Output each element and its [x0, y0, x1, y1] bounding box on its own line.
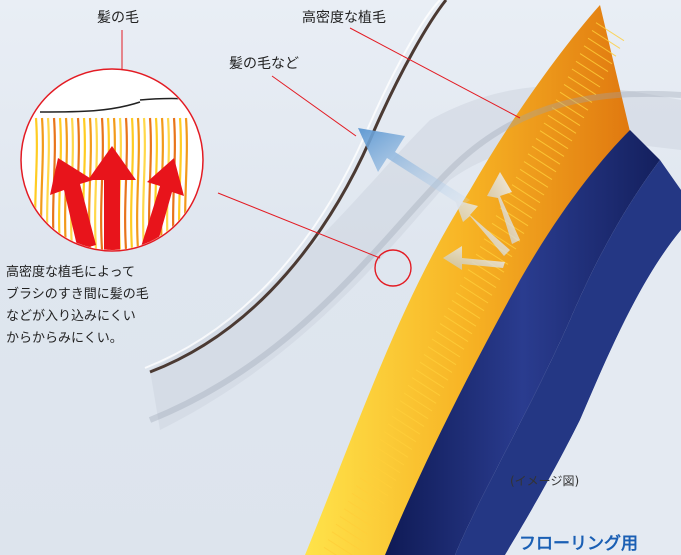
caption: 高密度な植毛によって ブラシのすき間に髪の毛 などが入り込みにくい からからみに…	[6, 262, 206, 350]
caption-line: などが入り込みにくい	[6, 309, 136, 324]
hair-strand-blur	[148, 90, 681, 423]
caption-line: ブラシのすき間に髪の毛	[6, 287, 149, 302]
hair-strand-light	[144, 0, 441, 369]
label-image-note: (イメージ図)	[510, 474, 580, 488]
footer-title: フローリング用	[519, 534, 638, 554]
label-hair-etc: 髪の毛など	[229, 56, 299, 72]
caption-line: 高密度な植毛によって	[6, 265, 135, 280]
blue-arrow-icon	[358, 128, 470, 206]
hair-shadow-band	[150, 85, 681, 430]
leader-dense	[349, 27, 521, 119]
label-hair: 髪の毛	[97, 10, 139, 26]
caption-line: からからみにくい。	[6, 331, 123, 346]
focus-ring	[374, 249, 412, 287]
leader-hair-etc	[271, 75, 357, 137]
hair-strand-dark	[149, 0, 448, 374]
leader-callout	[217, 192, 381, 259]
brush-base	[385, 130, 681, 555]
label-dense-bristles: 高密度な植毛	[302, 10, 386, 26]
magnified-view	[20, 68, 204, 252]
gray-arrows-icon	[443, 172, 520, 270]
